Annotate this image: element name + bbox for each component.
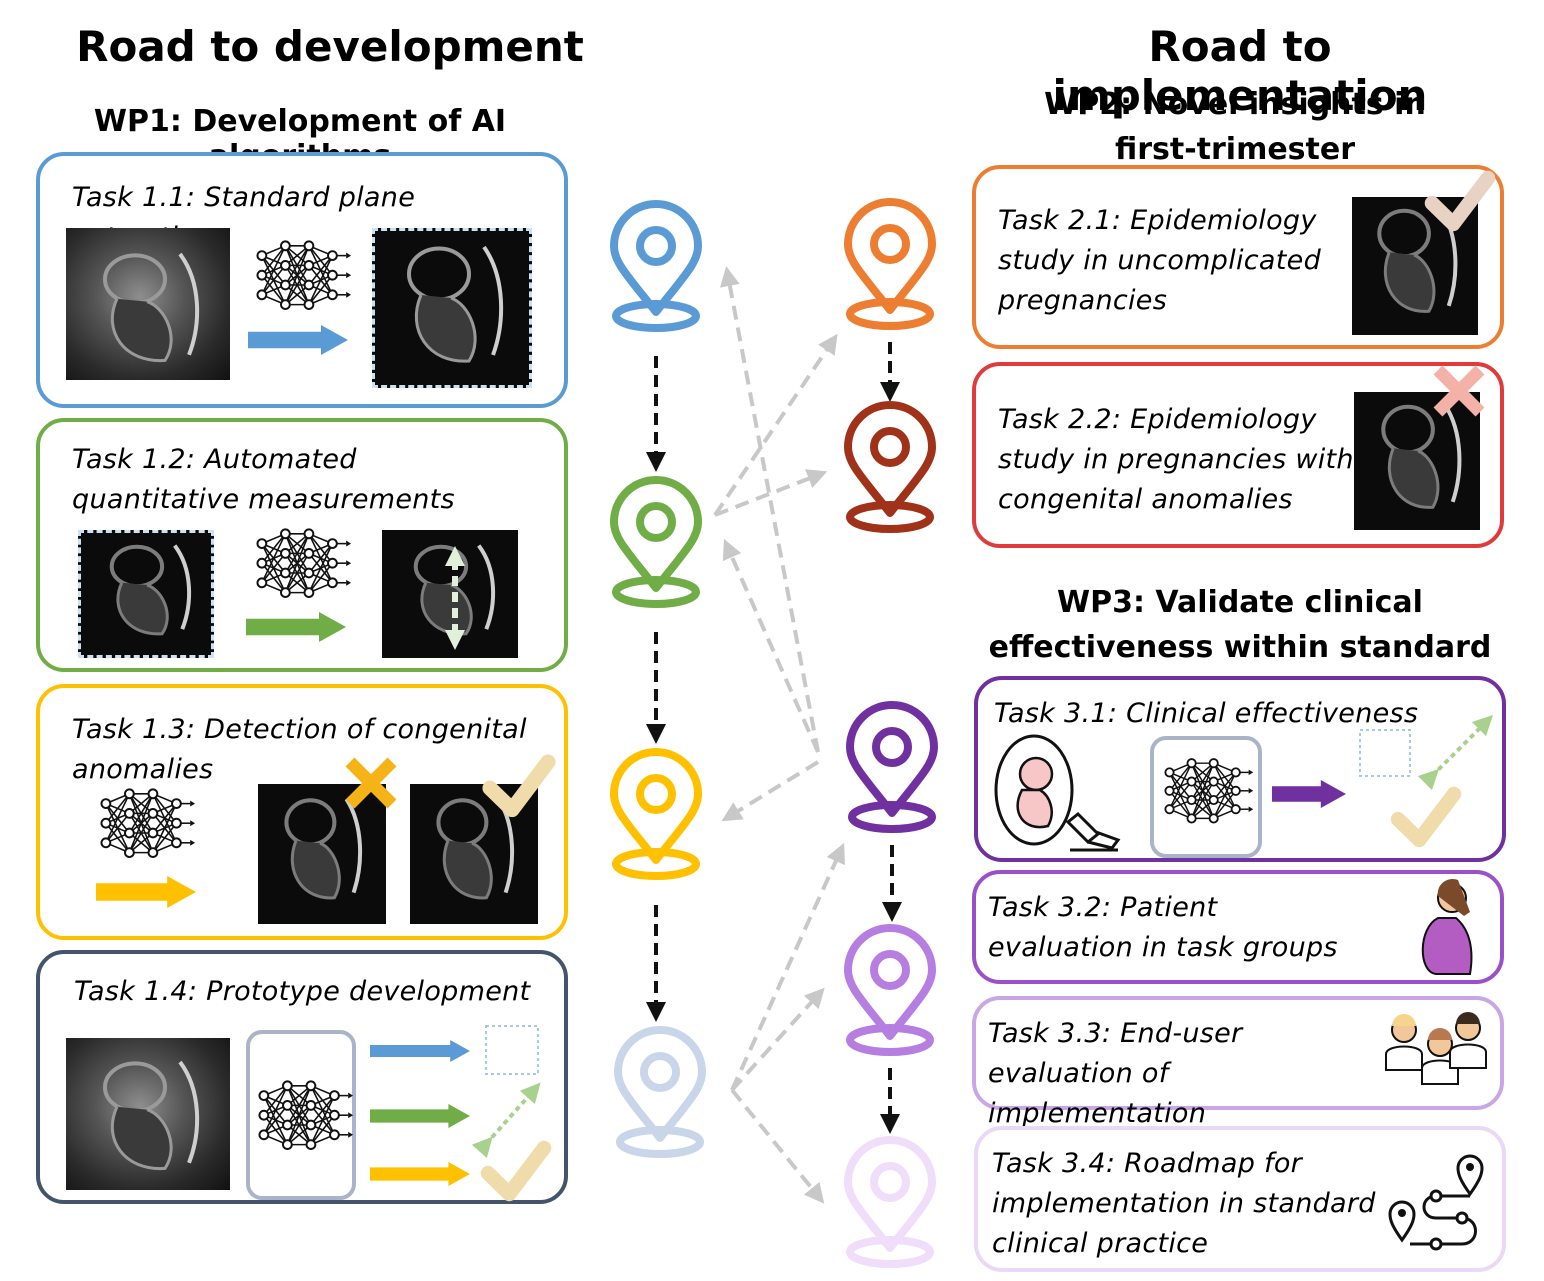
task-2-2-label: Task 2.2: Epidemiology study in pregnanc…	[998, 404, 1354, 515]
fetus-silhouette	[103, 252, 200, 362]
check-icon	[1424, 170, 1496, 232]
neural-network-icon	[256, 240, 352, 310]
pregnant-woman-icon	[1421, 878, 1473, 975]
task-1-4-card: Task 1.4: Prototype development	[36, 950, 568, 1204]
task-3-2-card: Task 3.2: Patient evaluation in task gro…	[972, 870, 1504, 984]
arrow-right-icon	[370, 1162, 470, 1186]
arrow-right-icon	[248, 325, 348, 355]
neural-network-icon	[100, 788, 196, 858]
crosslink-arrow	[713, 333, 838, 517]
measurement-arrow-icon	[445, 546, 465, 650]
fetus-silhouette	[103, 1060, 200, 1170]
arrow-right-icon	[370, 1104, 470, 1128]
location-pin-icon	[844, 401, 936, 533]
crosslink-arrow	[730, 842, 845, 1091]
neural-network-icon	[256, 528, 352, 598]
check-icon	[482, 754, 556, 818]
task-1-3-label: Task 1.3: Detection of congenital anomal…	[72, 714, 527, 785]
task-1-2-label: Task 1.2: Automated quantitative measure…	[72, 444, 455, 515]
model-box	[1150, 736, 1262, 858]
location-pin-icon	[610, 476, 702, 608]
location-pin-icon	[844, 924, 936, 1056]
task-3-3-label: Task 3.3: End-user evaluation of impleme…	[988, 1018, 1243, 1129]
task-1-4-label: Task 1.4: Prototype development	[74, 976, 531, 1007]
task-2-1-label: Task 2.1: Epidemiology study in uncompli…	[998, 205, 1322, 316]
cross-icon	[1433, 365, 1485, 417]
location-pin-icon	[610, 200, 702, 332]
dotted-double-arrow	[1417, 714, 1494, 791]
cross-icon	[345, 757, 397, 809]
crosslink-arrow	[721, 760, 820, 822]
fetus-silhouette	[436, 797, 515, 900]
road-to-implementation-title: Road to implementation	[1052, 22, 1428, 120]
model-box	[246, 1030, 356, 1200]
location-pin-icon	[846, 701, 938, 833]
crosslink-arrow	[714, 469, 828, 517]
check-icon	[480, 1140, 552, 1202]
arrow-right-icon	[96, 876, 196, 908]
location-pin-icon	[614, 1026, 706, 1158]
dotted-double-arrow	[471, 1082, 541, 1159]
task-3-4-card: Task 3.4: Roadmap for implementation in …	[974, 1126, 1506, 1272]
task-3-2-label: Task 3.2: Patient evaluation in task gro…	[988, 892, 1338, 963]
task-3-1-label: Task 3.1: Clinical effectiveness	[994, 698, 1419, 729]
crosslink-arrow	[730, 987, 825, 1092]
neural-network-icon	[1164, 758, 1254, 824]
fetus-silhouette	[413, 544, 496, 636]
fetus-ultrasound-icon	[994, 734, 1121, 852]
crosslink-arrow	[730, 1088, 825, 1204]
location-pin-icon	[610, 748, 702, 880]
task-3-4-label: Task 3.4: Roadmap for implementation in …	[992, 1148, 1376, 1259]
crosslink-arrow	[722, 538, 820, 753]
medical-team-icon	[1385, 1012, 1487, 1085]
placeholder-box	[1359, 729, 1411, 777]
fetus-silhouette	[109, 544, 192, 636]
fetus-silhouette	[284, 797, 363, 900]
arrow-right-icon	[1272, 780, 1346, 808]
check-icon	[1390, 786, 1462, 848]
arrow-right-icon	[246, 612, 346, 642]
fetus-silhouette	[1381, 404, 1462, 509]
arrow-right-icon	[370, 1040, 470, 1062]
placeholder-box	[485, 1025, 539, 1075]
fetus-silhouette	[407, 245, 504, 363]
location-pin-icon	[844, 1136, 936, 1268]
neural-network-icon	[258, 1080, 354, 1150]
route-map-icon	[1388, 1154, 1484, 1251]
crosslink-arrow	[720, 266, 820, 753]
location-pin-icon	[844, 198, 936, 330]
road-to-development-title: Road to development	[76, 22, 584, 71]
